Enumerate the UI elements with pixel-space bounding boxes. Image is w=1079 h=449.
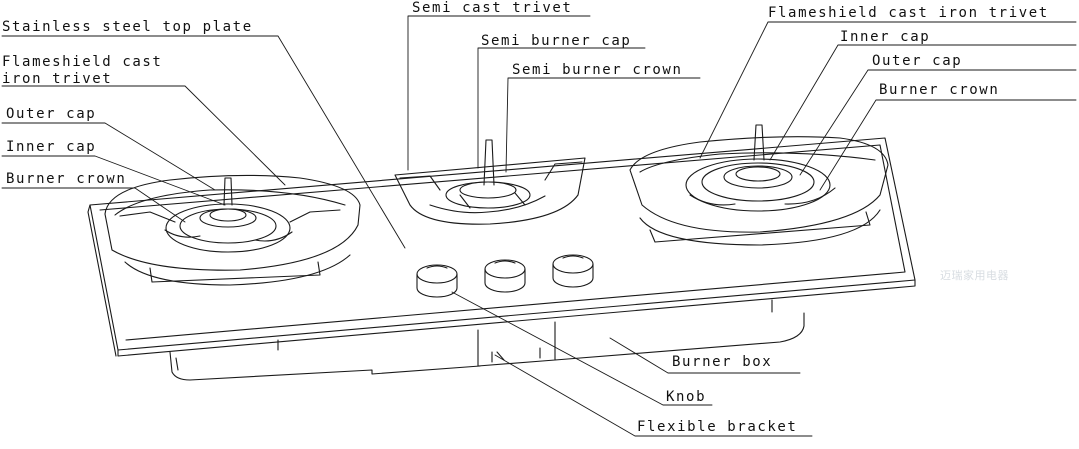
flexible-bracket xyxy=(477,321,556,367)
label-left-inner-cap: Inner cap xyxy=(6,139,97,155)
label-left-trivet-line2: iron trivet xyxy=(2,71,113,87)
label-knob: Knob xyxy=(666,389,707,405)
label-burner-box: Burner box xyxy=(672,354,773,370)
label-right-inner-cap: Inner cap xyxy=(840,29,931,45)
label-left-burner-crown: Burner crown xyxy=(6,171,127,187)
label-semi-crown: Semi burner crown xyxy=(512,62,683,78)
label-semi-cap: Semi burner cap xyxy=(481,33,632,49)
label-right-trivet: Flameshield cast iron trivet xyxy=(768,5,1049,21)
label-flexible-bracket: Flexible bracket xyxy=(637,419,798,435)
label-stainless-plate: Stainless steel top plate xyxy=(2,19,253,35)
label-right-outer-cap: Outer cap xyxy=(872,53,963,69)
burner-box xyxy=(169,299,805,381)
label-left-trivet-line1: Flameshield cast xyxy=(2,54,163,70)
left-burner xyxy=(104,174,361,286)
right-burner xyxy=(629,124,889,246)
knobs xyxy=(416,254,594,298)
semi-burner xyxy=(394,139,586,225)
leader-lines xyxy=(1,15,1077,437)
top-plate xyxy=(87,137,916,357)
label-right-burner-crown: Burner crown xyxy=(879,82,1000,98)
label-semi-trivet: Semi cast trivet xyxy=(412,0,573,16)
label-left-outer-cap: Outer cap xyxy=(6,106,97,122)
watermark: 迈瑞家用电器 xyxy=(940,269,1009,282)
